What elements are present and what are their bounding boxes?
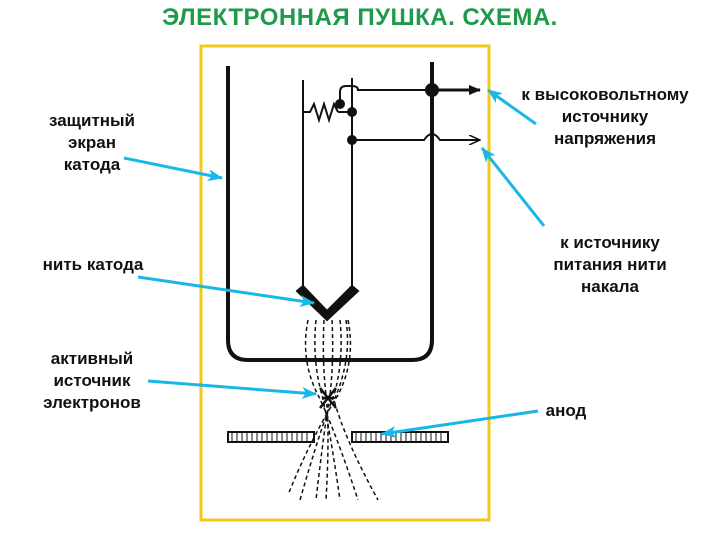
beam-crossover — [319, 387, 337, 409]
diagram-frame — [199, 44, 491, 522]
label-electron-source: активный источник электронов — [43, 349, 141, 412]
pointer-arrow-hv — [487, 88, 537, 126]
pointer-arrow-source — [147, 379, 317, 399]
resistor — [303, 100, 339, 124]
anode-left-plate — [227, 431, 315, 443]
anode-right-plate — [351, 431, 449, 443]
label-heater-supply: к источнику питания нити накала — [553, 233, 667, 296]
pointer-arrow-anode — [381, 409, 539, 438]
pointer-arrow-filament — [137, 275, 315, 307]
label-high-voltage-source: к высоковольтному источнику напряжения — [521, 85, 689, 148]
bridge-wire — [339, 85, 432, 104]
cathode-filament — [295, 284, 360, 322]
pointer-arrow-shield — [123, 156, 223, 182]
label-cathode-shield: защитный экран катода — [48, 111, 136, 174]
pointer-arrow-heater — [480, 147, 546, 227]
diagram-title: ЭЛЕКТРОННАЯ ПУШКА. СХЕМА. — [162, 4, 558, 31]
label-anode: анод — [545, 401, 587, 420]
cathode-shield — [226, 62, 434, 362]
electron-beam — [287, 319, 379, 501]
heater-supply-wire — [352, 133, 480, 140]
label-cathode-filament: нить катода — [42, 255, 144, 274]
junction-node — [347, 107, 357, 117]
